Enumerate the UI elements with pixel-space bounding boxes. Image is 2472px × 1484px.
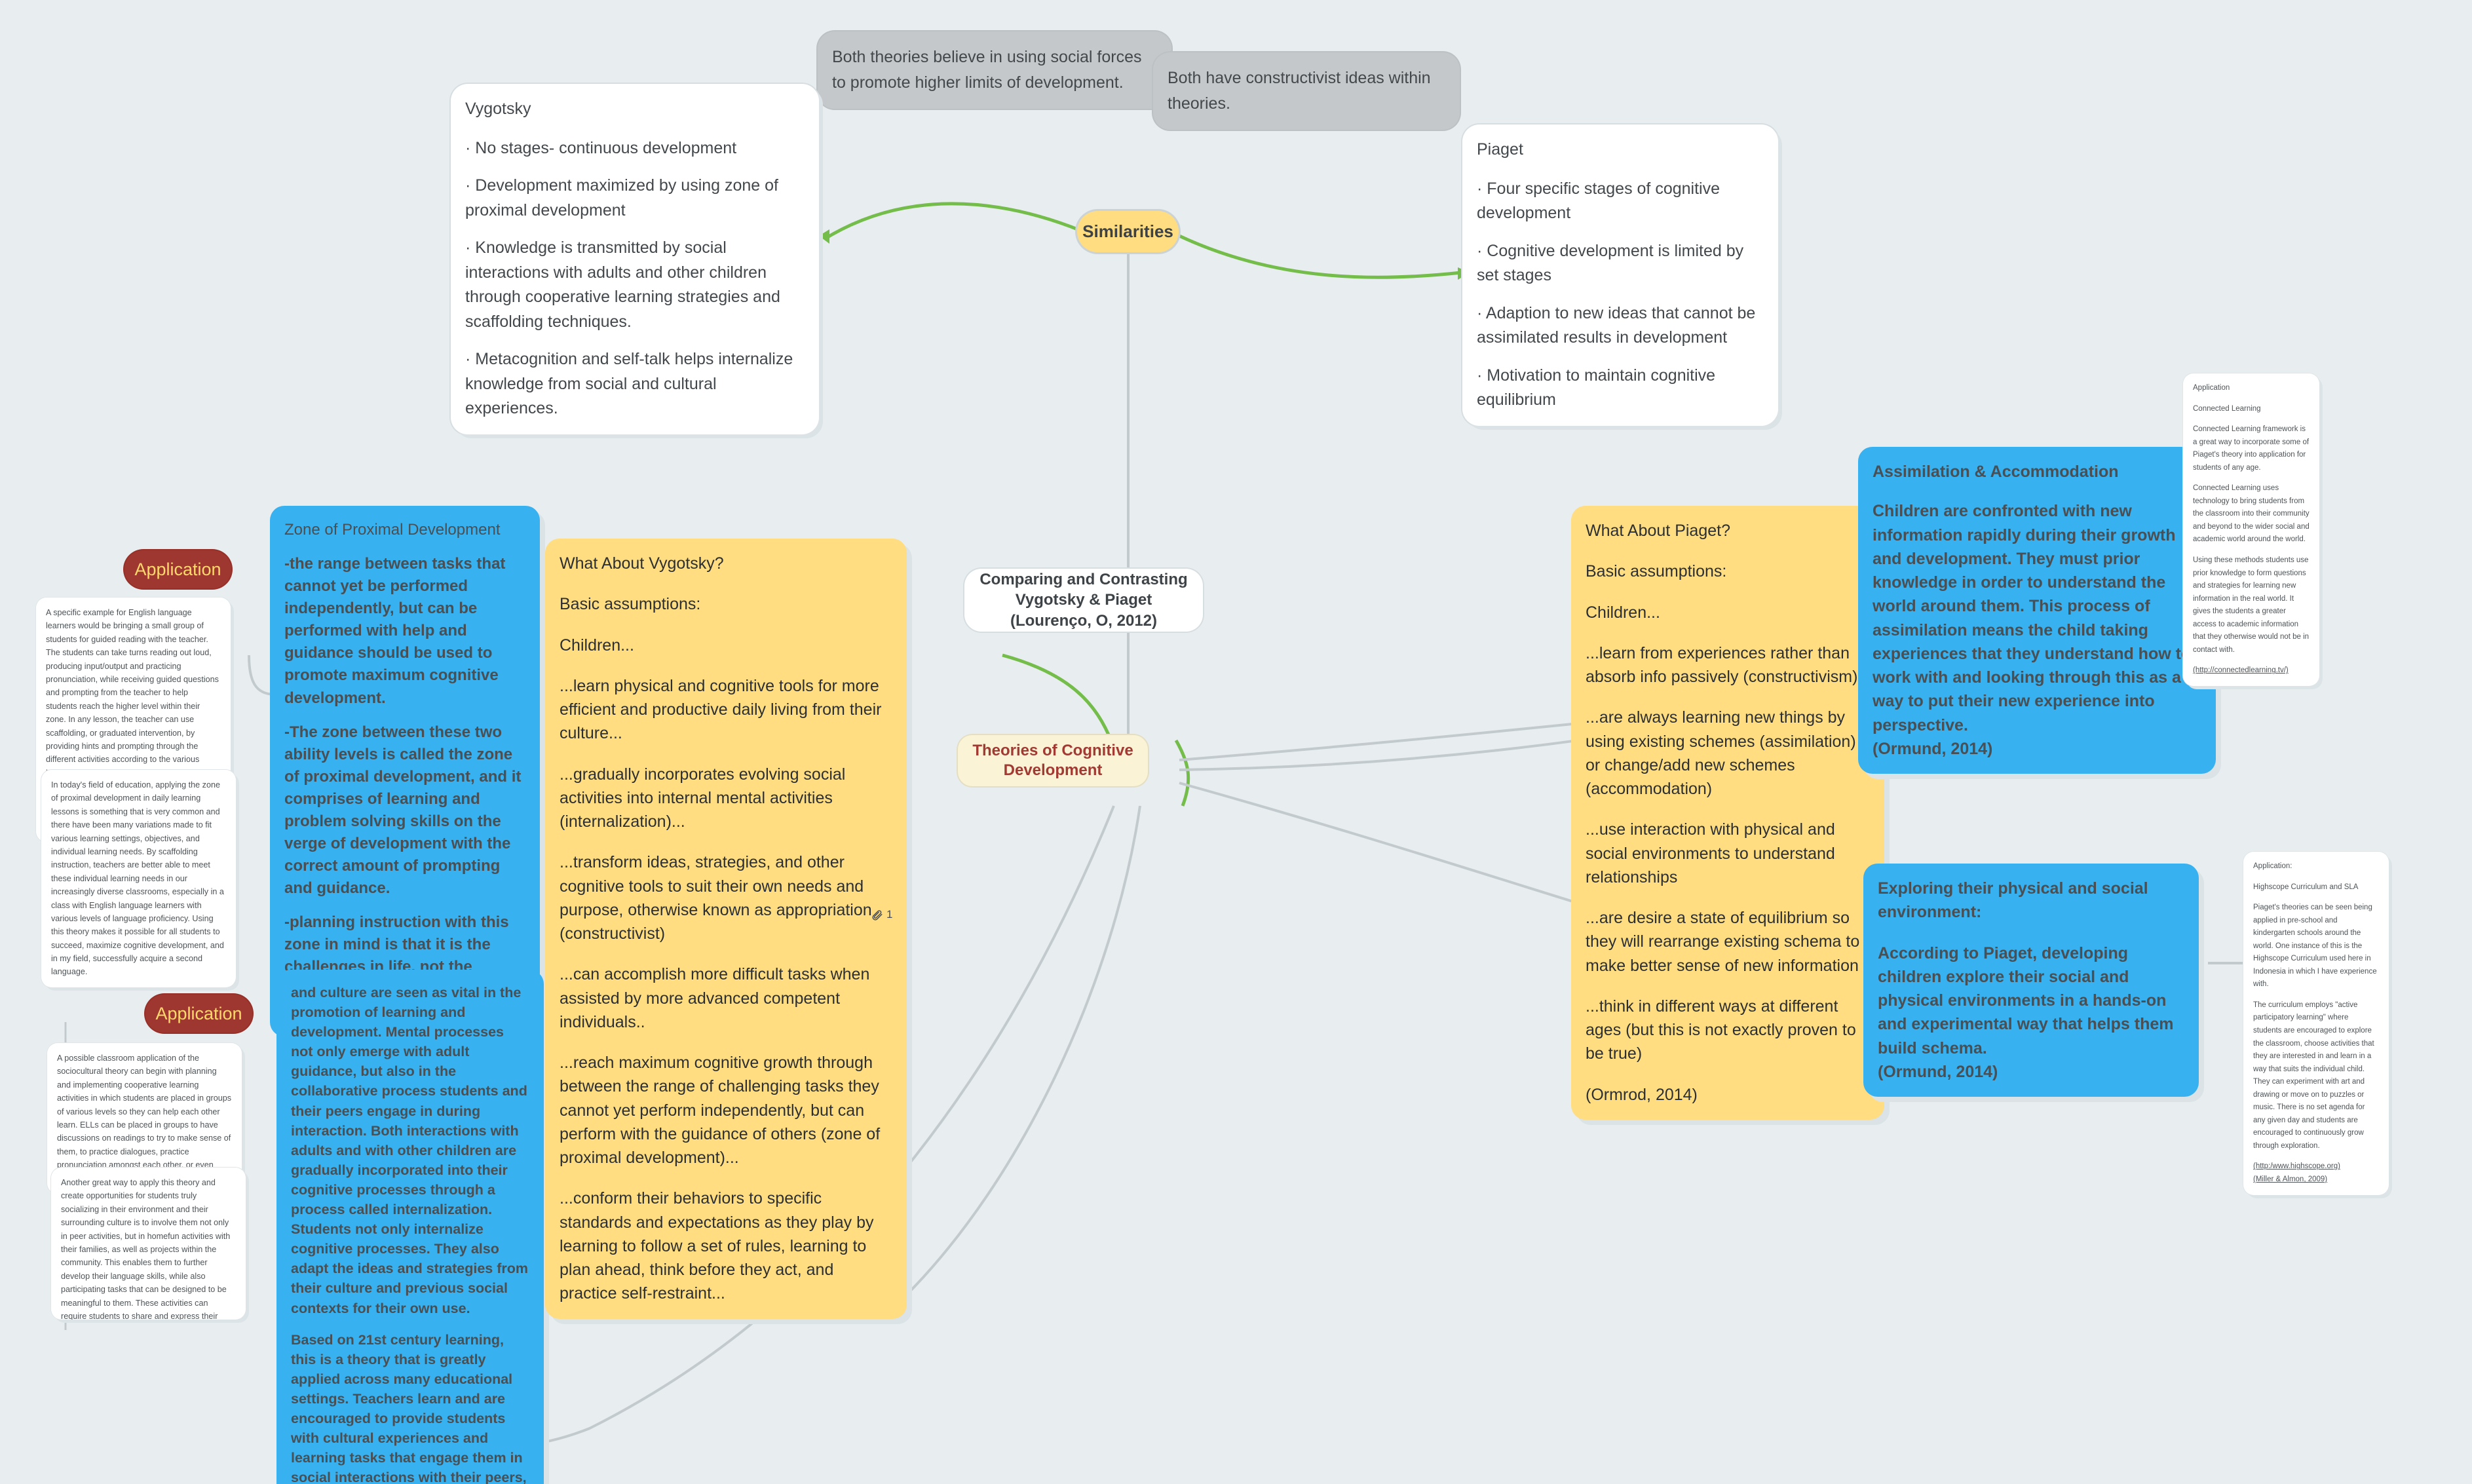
card-piaget-bullet-3: · Adaption to new ideas that cannot be a… xyxy=(1477,303,1756,347)
badge-application-2[interactable]: Application xyxy=(145,995,252,1033)
card-wav-para-5: ...transform ideas, strategies, and othe… xyxy=(560,853,872,943)
card-vygotsky-title: Vygotsky xyxy=(465,100,531,118)
note-connected-learning-line-1: Application xyxy=(2193,384,2230,392)
card-wap-para-6: ...are desire a state of equilibrium so … xyxy=(1586,909,1860,975)
card-wav-para-1: Basic assumptions: xyxy=(560,595,701,614)
card-wav-title: What About Vygotsky? xyxy=(560,554,724,573)
note-social-forces-text: Both theories believe in using social fo… xyxy=(832,48,1142,92)
card-piaget-bullet-4: · Motivation to maintain cognitive equil… xyxy=(1477,366,1716,409)
note-connected-learning-para-1: Connected Learning framework is a great … xyxy=(2193,425,2310,472)
note-connected-learning-line-2: Connected Learning xyxy=(2193,404,2261,413)
card-vygotsky-bullet-2: · Development maximized by using zone of… xyxy=(465,176,779,219)
note-zpd-in-education[interactable]: In today's field of education, applying … xyxy=(41,770,236,987)
card-exploring-body: According to Piaget, developing children… xyxy=(1878,943,2174,1057)
node-similarities-label: Similarities xyxy=(1082,221,1173,241)
center-title-line-2: Vygotsky & Piaget xyxy=(1015,591,1152,609)
note-highscope-para-1: Piaget's theories can be seen being appl… xyxy=(2253,904,2377,989)
card-zpd-para-1: -the range between tasks that cannot yet… xyxy=(284,555,506,707)
card-assimilation-citation: (Ormund, 2014) xyxy=(1873,739,1993,758)
card-wap-citation: (Ormrod, 2014) xyxy=(1586,1085,1698,1104)
card-wap-title: What About Piaget? xyxy=(1586,522,1730,540)
note-connected-learning-para-2: Connected Learning uses technology to br… xyxy=(2193,484,2310,544)
center-title-line-3: (Lourenço, O, 2012) xyxy=(1010,611,1158,630)
card-piaget-bullet-2: · Cognitive development is limited by se… xyxy=(1477,241,1744,285)
note-connected-learning-link[interactable]: (http://connectedlearning.tv/) xyxy=(2193,666,2289,675)
note-connected-learning[interactable]: Application Connected Learning Connected… xyxy=(2183,373,2319,686)
card-wap-para-5: ...use interaction with physical and soc… xyxy=(1586,820,1835,886)
card-assimilation-title: Assimilation & Accommodation xyxy=(1873,463,2119,481)
card-sociocultural-para-1: and culture are seen as vital in the pro… xyxy=(291,985,529,1316)
attachment-count: 1 xyxy=(886,908,893,921)
theories-line-2: Development xyxy=(1003,761,1103,779)
card-exploring-title: Exploring their physical and social envi… xyxy=(1878,879,2148,922)
card-wav-para-7: ...reach maximum cognitive growth throug… xyxy=(560,1054,881,1167)
card-assimilation-accommodation[interactable]: Assimilation & Accommodation Children ar… xyxy=(1858,447,2216,774)
attachment-indicator[interactable]: 1 xyxy=(871,908,892,921)
note-highscope-para-2: The curriculum employs "active participa… xyxy=(2253,1000,2374,1150)
card-wav-para-2: Children... xyxy=(560,636,634,655)
note-cooperative-learning-text: A possible classroom application of the … xyxy=(57,1054,232,1183)
note-highscope-line-2: Highscope Curriculum and SLA xyxy=(2253,883,2359,891)
node-similarities[interactable]: Similarities xyxy=(1077,211,1179,252)
badge-application-1[interactable]: Application xyxy=(124,550,231,588)
card-what-about-vygotsky[interactable]: What About Vygotsky? Basic assumptions: … xyxy=(545,539,907,1319)
card-what-about-piaget[interactable]: What About Piaget? Basic assumptions: Ch… xyxy=(1571,506,1884,1120)
card-wap-para-7: ...think in different ways at different … xyxy=(1586,997,1856,1063)
card-wav-para-3: ...learn physical and cognitive tools fo… xyxy=(560,676,882,743)
badge-application-2-label: Application xyxy=(155,1003,242,1023)
note-family-community[interactable]: Another great way to apply this theory a… xyxy=(51,1168,246,1320)
card-vygotsky-bullet-1: · No stages- continuous development xyxy=(465,138,737,157)
node-center-title[interactable]: Comparing and Contrasting Vygotsky & Pia… xyxy=(964,569,1203,632)
card-sociocultural-theory[interactable]: and culture are seen as vital in the pro… xyxy=(276,970,544,1484)
card-zone-of-proximal-development[interactable]: Zone of Proximal Development -the range … xyxy=(270,506,540,1037)
note-family-community-text: Another great way to apply this theory a… xyxy=(61,1178,231,1320)
card-wav-para-6: ...can accomplish more difficult tasks w… xyxy=(560,965,870,1031)
note-zpd-in-education-text: In today's field of education, applying … xyxy=(51,780,224,977)
card-wap-para-4: ...are always learning new things by usi… xyxy=(1586,708,1856,798)
paperclip-icon xyxy=(871,909,883,921)
card-exploring-environment[interactable]: Exploring their physical and social envi… xyxy=(1863,864,2199,1097)
card-wap-para-2: Children... xyxy=(1586,603,1660,622)
card-vygotsky-bullet-4: · Metacognition and self-talk helps inte… xyxy=(465,350,793,417)
badge-application-1-label: Application xyxy=(134,559,221,579)
note-highscope-link-1[interactable]: (http:/www.highscope.org) xyxy=(2253,1162,2340,1171)
node-theories-of-cognitive-development[interactable]: Theories of Cognitive Development xyxy=(958,735,1148,786)
card-piaget[interactable]: Piaget · Four specific stages of cogniti… xyxy=(1462,124,1778,426)
card-wap-para-1: Basic assumptions: xyxy=(1586,562,1727,581)
card-wap-para-3: ...learn from experiences rather than ab… xyxy=(1586,643,1858,686)
card-zpd-title: Zone of Proximal Development xyxy=(284,521,501,539)
card-vygotsky-bullet-3: · Knowledge is transmitted by social int… xyxy=(465,238,780,331)
card-vygotsky[interactable]: Vygotsky · No stages- continuous develop… xyxy=(451,84,819,434)
note-social-forces[interactable]: Both theories believe in using social fo… xyxy=(818,31,1171,109)
card-piaget-bullet-1: · Four specific stages of cognitive deve… xyxy=(1477,179,1720,223)
card-exploring-citation: (Ormund, 2014) xyxy=(1878,1062,1998,1081)
card-wav-para-4: ...gradually incorporates evolving socia… xyxy=(560,765,846,831)
note-highscope-curriculum[interactable]: Application: Highscope Curriculum and SL… xyxy=(2243,852,2389,1195)
card-sociocultural-para-2: Based on 21st century learning, this is … xyxy=(291,1331,527,1484)
card-zpd-para-2: -The zone between these two ability leve… xyxy=(284,723,522,898)
center-title-line-1: Comparing and Contrasting xyxy=(979,571,1188,589)
card-assimilation-body: Children are confronted with new informa… xyxy=(1873,502,2192,734)
note-constructivist-ideas-text: Both have constructivist ideas within th… xyxy=(1168,69,1431,113)
note-highscope-link-2[interactable]: (Miller & Almon, 2009) xyxy=(2253,1175,2328,1184)
card-piaget-title: Piaget xyxy=(1477,140,1523,159)
note-connected-learning-para-3: Using these methods students use prior k… xyxy=(2193,556,2310,654)
card-wav-para-8: ...conform their behaviors to specific s… xyxy=(560,1189,874,1303)
theories-line-1: Theories of Cognitive xyxy=(972,742,1133,759)
note-highscope-line-1: Application: xyxy=(2253,862,2292,870)
note-constructivist-ideas[interactable]: Both have constructivist ideas within th… xyxy=(1153,52,1460,130)
